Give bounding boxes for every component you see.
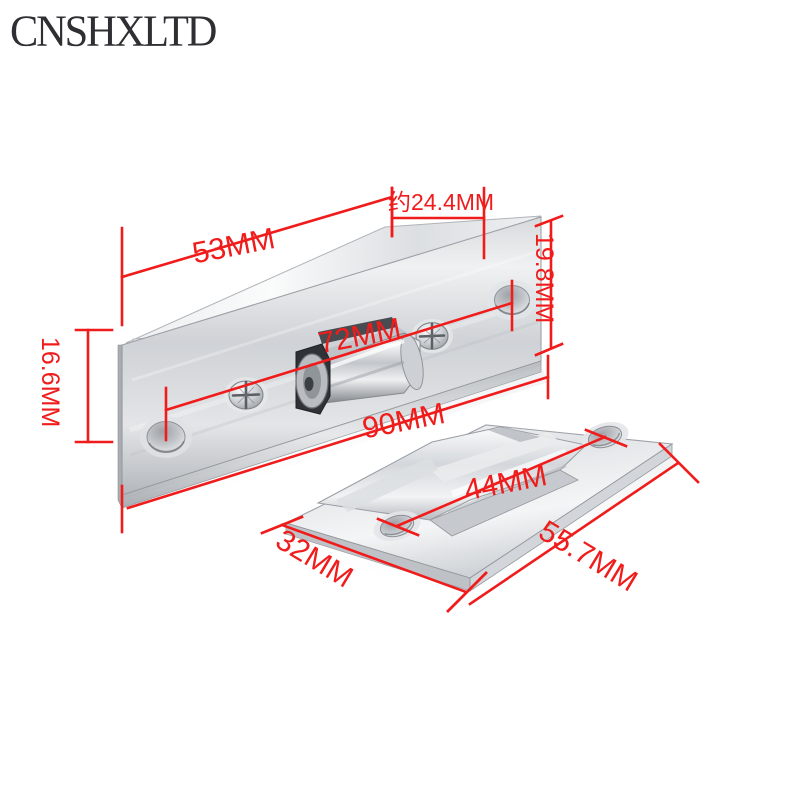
strike-plate-shadow — [288, 456, 676, 604]
strike-plate-keeper-strap — [488, 427, 540, 442]
latch-spring-tongue — [318, 317, 397, 344]
dimension-annotations — [74, 186, 700, 613]
strike-plate-keeper — [316, 426, 588, 537]
dimension-line-72mm — [164, 279, 514, 442]
strike-plate — [284, 422, 676, 604]
dimension-label-24-4mm: 约24.4MM — [388, 189, 495, 215]
dimension-line-16-6mm — [74, 328, 114, 444]
latch-plate-hole-left — [140, 416, 192, 458]
latch-plate-left-edge — [117, 344, 123, 509]
latch-plate-screw-left — [224, 377, 268, 413]
watermark-logo: CNSHXLTD — [10, 5, 217, 56]
dimension-line-90mm — [120, 354, 550, 534]
dimension-line-44mm — [376, 428, 628, 537]
dimension-label-19-8mm: 19.8MM — [530, 233, 558, 324]
dimension-line-19-8mm — [534, 214, 564, 357]
dimension-line-55-7mm — [446, 442, 700, 613]
dimension-label-16-6mm: 16.6MM — [36, 337, 64, 428]
dimension-line-24-4mm — [390, 186, 486, 260]
